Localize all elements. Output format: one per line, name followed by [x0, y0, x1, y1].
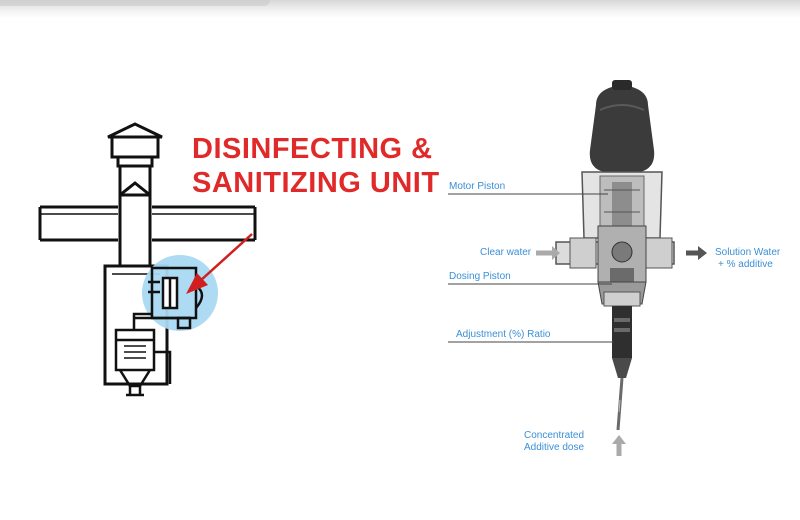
- label-motor-piston: Motor Piston: [449, 181, 506, 192]
- label-concentrated: Concentrated: [524, 430, 585, 441]
- highlight-circle: [142, 255, 218, 331]
- motor-dome: [589, 85, 655, 172]
- label-clear-water: Clear water: [480, 247, 532, 258]
- vertical-duct: [118, 164, 152, 268]
- label-additive-dose: Additive dose: [524, 442, 585, 453]
- top-shadow-edge: [0, 0, 270, 6]
- chimney-cap: [107, 122, 163, 139]
- chimney-head: [110, 135, 160, 159]
- label-adjustment-ratio: Adjustment (%) Ratio: [456, 329, 551, 340]
- title-line-2: SANITIZING UNIT: [192, 167, 440, 199]
- label-dosing-piston: Dosing Piston: [449, 271, 511, 282]
- gray-arrow-icon: [536, 246, 707, 456]
- leader-lines: [448, 193, 614, 343]
- title-line-1: DISINFECTING &: [192, 133, 433, 165]
- page-title: DISINFECTING & SANITIZING UNIT: [192, 132, 440, 200]
- duct-cone: [119, 181, 151, 197]
- label-solution-water: Solution Water: [715, 247, 781, 258]
- building-drawing: [38, 122, 257, 386]
- label-solution-additive: + % additive: [718, 259, 773, 270]
- tank: [114, 328, 156, 372]
- dosing-dispenser: [555, 80, 675, 431]
- dispenser-mechanism: [114, 266, 204, 397]
- funnel: [118, 369, 152, 388]
- red-arrow-icon: [186, 233, 253, 294]
